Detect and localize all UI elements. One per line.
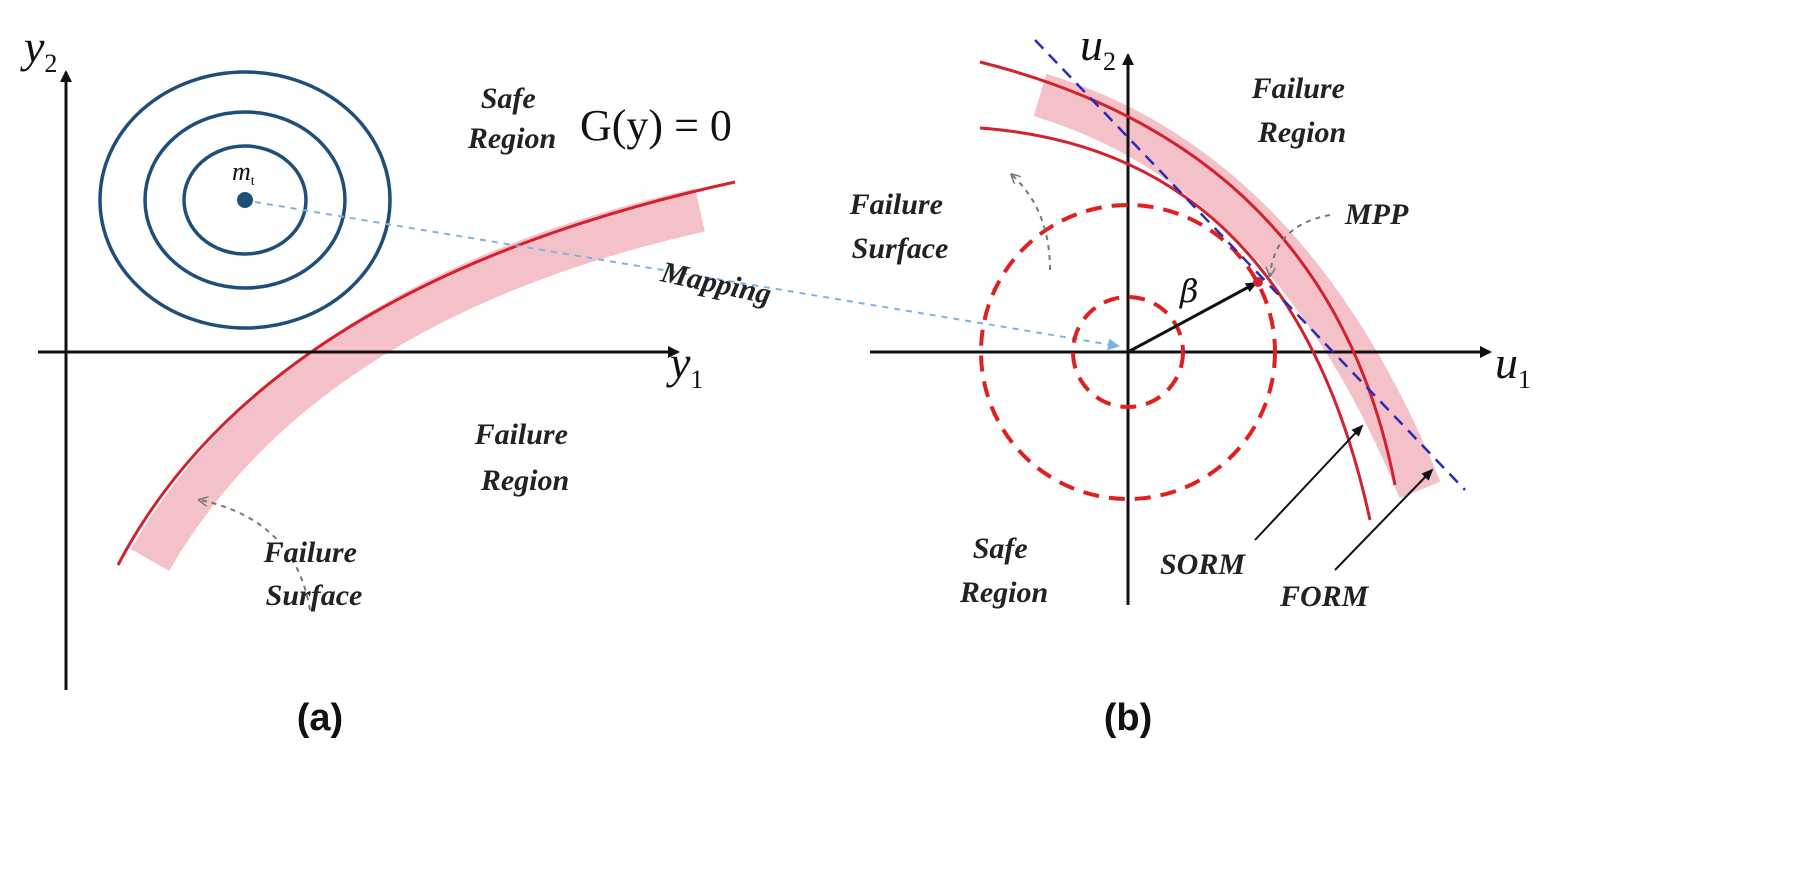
form-line [1034,39,1466,491]
mpp-point [1253,277,1263,287]
sorm-pointer [1254,424,1364,541]
y1-axis-label: y1 [666,337,703,394]
failure-band-a [130,188,705,572]
mpp-label: MPP [1344,198,1409,231]
sorm-curve [979,126,1372,521]
form-pointer [1334,468,1434,571]
beta-label: β [1179,272,1199,310]
failure-region-label-b: Failure Region [1251,72,1353,149]
failure-surface-pointer-b [1012,175,1051,271]
safe-region-label-a: Safe Region [467,82,556,155]
panel-a: y2 y1 mt G(y) = 0 Safe Region Failure Re… [20,21,1120,739]
failure-surface-label-b: Failure Surface [849,188,951,265]
caption-a: (a) [297,697,343,739]
beta-circle-outer [979,203,1277,501]
failure-region-label-a: Failure Region [474,418,576,497]
caption-b: (b) [1104,697,1153,739]
contour-middle [143,110,347,290]
u1-axis-label: u1 [1495,337,1531,394]
sorm-label: SORM [1160,548,1246,581]
mpp-pointer [1270,214,1331,275]
failure-band-b [1033,73,1441,499]
form-label: FORM [1279,580,1370,613]
failure-surface-label-a: Failure Surface [263,536,365,612]
u2-axis-label: u2 [1080,19,1116,76]
mean-label: mt [232,157,255,189]
panel-b: u2 u1 Failure Region Failure Surface MPP… [849,19,1531,739]
safe-region-label-b: Safe Region [959,532,1048,609]
failure-surface-pointer-a [200,500,311,611]
limit-state-curve-a [116,180,736,566]
limit-state-equation: G(y) = 0 [580,101,732,150]
beta-vector [1127,281,1258,354]
contour-inner [182,144,308,256]
limit-state-curve-b [979,60,1397,486]
beta-circle-inner [1071,295,1185,409]
y2-axis-label: y2 [20,21,57,78]
mapping-arrow [254,201,1120,351]
mean-point [237,192,253,208]
contour-outer [98,70,392,330]
mapping-label: Mapping [657,255,774,311]
